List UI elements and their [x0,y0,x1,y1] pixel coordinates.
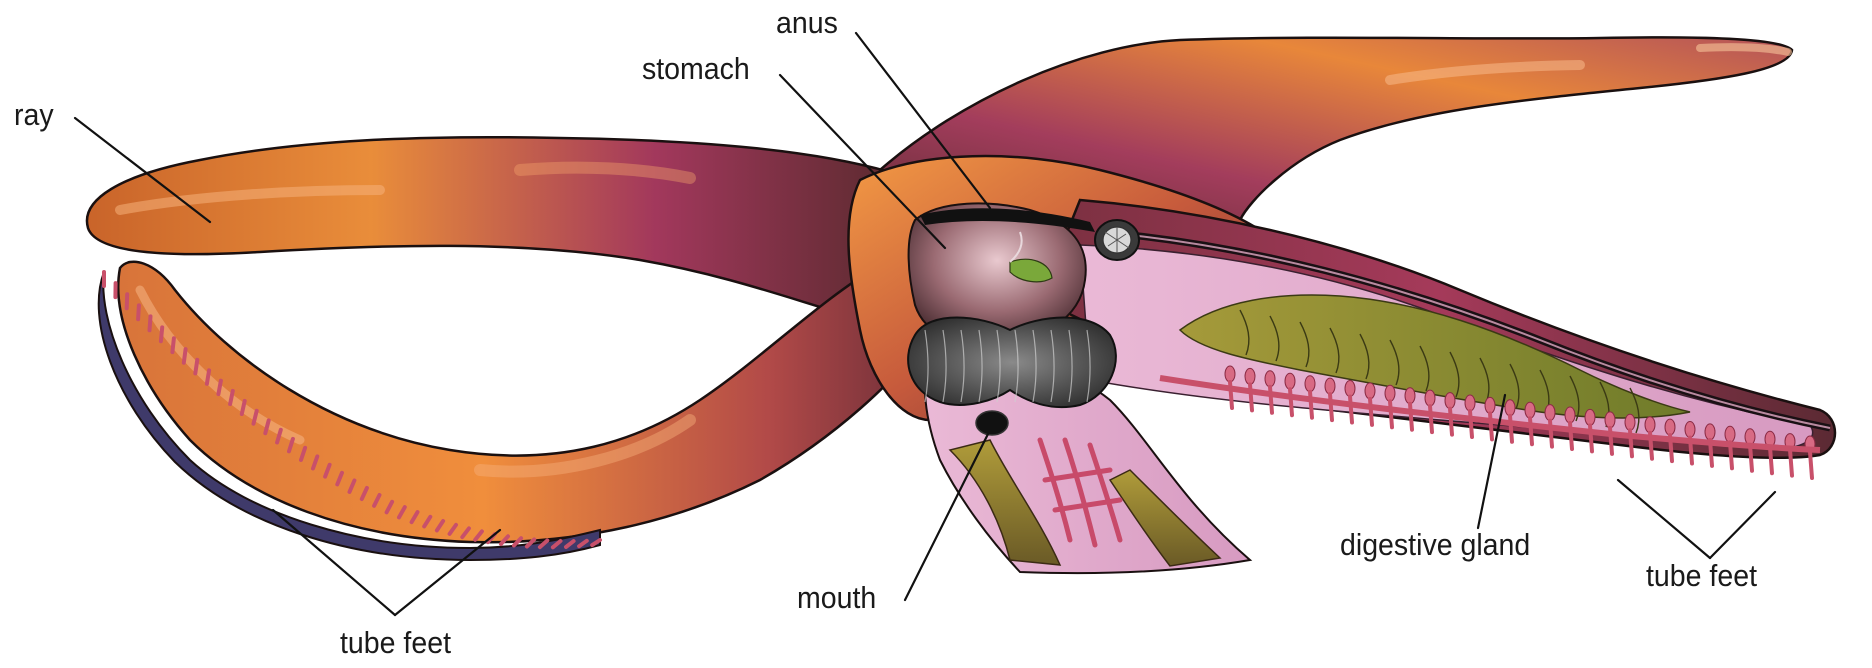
label-mouth: mouth [797,582,876,613]
label-digestive-gland: digestive gland [1340,529,1530,560]
label-stomach: stomach [642,53,750,84]
label-ray: ray [14,99,54,130]
tube-foot [218,381,221,394]
madreporite [1095,220,1139,260]
tube-foot [172,338,174,352]
label-tube-feet-left: tube feet [340,627,451,658]
leader-tube-feet-left-b [395,530,500,615]
mouth-opening [976,411,1008,435]
tube-foot [161,327,162,341]
tube-foot [195,360,197,374]
tube-foot [207,370,209,384]
upper-left-ray [87,137,900,310]
tube-foot [184,349,186,363]
tube-foot [230,391,233,404]
leader-tube-feet-right-a [1618,480,1710,558]
tube-foot [127,294,128,308]
tube-foot [150,316,151,330]
label-anus: anus [776,7,838,38]
tube-foot [242,401,245,414]
leader-tube-feet-right-b [1710,492,1775,558]
label-tube-feet-right: tube feet [1646,560,1757,591]
tube-foot [138,305,139,319]
